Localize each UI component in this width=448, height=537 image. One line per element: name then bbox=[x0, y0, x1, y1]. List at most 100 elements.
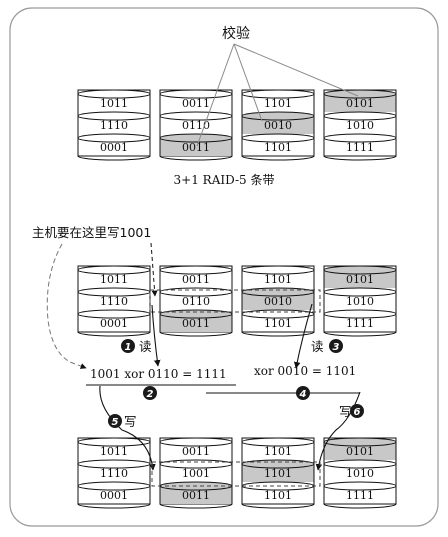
formula-right: xor 0010 = 1101 bbox=[254, 364, 356, 378]
disk-segment-top bbox=[241, 437, 315, 447]
disk-segment-top bbox=[159, 89, 233, 99]
disk-segment-top bbox=[159, 265, 233, 275]
disk-bottom bbox=[323, 155, 397, 161]
disk-segment-top bbox=[159, 437, 233, 447]
middle-disk-1: 1011 1110 0001 bbox=[77, 265, 151, 337]
disk-cell-value: 1101 bbox=[264, 317, 292, 330]
disk-segment-top bbox=[323, 265, 397, 275]
disk-bottom bbox=[77, 155, 151, 161]
disk-cell-value: 1101 bbox=[264, 445, 292, 458]
read-label-left: 读 bbox=[139, 339, 152, 354]
disk-cell-value: 1010 bbox=[346, 467, 374, 480]
step-badge-5 bbox=[108, 414, 122, 428]
shaded-cell bbox=[242, 464, 314, 482]
disk-bottom bbox=[159, 155, 233, 161]
disk-bottom bbox=[241, 331, 315, 337]
read-arrow-right bbox=[293, 303, 313, 369]
shaded-cell bbox=[324, 442, 396, 460]
shaded-cell bbox=[160, 314, 232, 332]
shaded-cell bbox=[160, 486, 232, 504]
shaded-cell bbox=[242, 292, 314, 310]
disk-cell-value: 1111 bbox=[346, 317, 374, 330]
disk-segment-top bbox=[323, 111, 397, 121]
step-number-1: 1 bbox=[125, 342, 132, 353]
disk-bottom bbox=[159, 503, 233, 509]
step-number-4: 4 bbox=[299, 389, 307, 400]
disk-cell-value: 0011 bbox=[182, 445, 210, 458]
disk-bottom bbox=[323, 503, 397, 509]
step-number-5: 5 bbox=[112, 417, 119, 428]
disk-cell-value: 1101 bbox=[264, 489, 292, 502]
disk-cell-value: 0101 bbox=[346, 445, 374, 458]
step-badge-3 bbox=[329, 339, 343, 353]
disk-segment-top bbox=[159, 459, 233, 469]
step-number-3: 3 bbox=[333, 342, 340, 353]
top-disk-3: 1101 0010 1101 bbox=[241, 89, 315, 161]
disk-cell-value: 1011 bbox=[100, 97, 128, 110]
disk-segment-top bbox=[323, 481, 397, 491]
disk-cell-value: 0011 bbox=[182, 141, 210, 154]
disk-cell-value: 0011 bbox=[182, 273, 210, 286]
disk-bottom bbox=[77, 503, 151, 509]
disk-cell-value: 1101 bbox=[264, 97, 292, 110]
disk-segment-top bbox=[241, 265, 315, 275]
disk-segment-top bbox=[77, 89, 151, 99]
verify-label: 校验 bbox=[222, 25, 250, 42]
write-arrow-left bbox=[99, 385, 156, 471]
disk-segment-top bbox=[77, 133, 151, 143]
read-label-right: 读 bbox=[311, 339, 324, 354]
write-label-left: 写 bbox=[124, 414, 137, 429]
disk-segment-top bbox=[77, 481, 151, 491]
disk-cell-value: 1011 bbox=[100, 445, 128, 458]
disk-cell-value: 0010 bbox=[264, 119, 292, 132]
disk-cell-value: 0011 bbox=[182, 97, 210, 110]
disk-cell-value: 0001 bbox=[100, 317, 128, 330]
disk-cell-value: 1111 bbox=[346, 141, 374, 154]
disk-bottom bbox=[159, 331, 233, 337]
disk-cell-value: 0110 bbox=[182, 295, 210, 308]
disk-cell-value: 1011 bbox=[100, 273, 128, 286]
disk-cell-value: 1010 bbox=[346, 119, 374, 132]
disk-segment-top bbox=[77, 309, 151, 319]
disk-cell-value: 1101 bbox=[264, 141, 292, 154]
bottom-disk-group: 1011111000010011100100111101110111010101… bbox=[77, 437, 397, 509]
top-disk-4: 0101 1010 1111 bbox=[323, 89, 397, 161]
step-badge-6 bbox=[350, 404, 364, 418]
disk-cell-value: 0101 bbox=[346, 273, 374, 286]
disk-bottom bbox=[241, 155, 315, 161]
step-badge-1 bbox=[121, 339, 135, 353]
step-number-6: 6 bbox=[354, 407, 361, 418]
bottom-disk-2: 0011 1001 0011 bbox=[159, 437, 233, 509]
disk-segment-top bbox=[323, 287, 397, 297]
disk-segment-top bbox=[159, 111, 233, 121]
disk-segment-top bbox=[323, 133, 397, 143]
disk-segment-top bbox=[241, 89, 315, 99]
disk-segment-top bbox=[323, 459, 397, 469]
disk-segment-top bbox=[323, 437, 397, 447]
step-badge-4 bbox=[296, 386, 310, 400]
disk-cell-value: 0011 bbox=[182, 489, 210, 502]
host-write-label: 主机要在这里写1001 bbox=[32, 225, 151, 240]
disk-cell-value: 0010 bbox=[264, 295, 292, 308]
disk-cell-value: 0101 bbox=[346, 97, 374, 110]
disk-cell-value: 0011 bbox=[182, 317, 210, 330]
disk-segment-top bbox=[77, 437, 151, 447]
disk-cell-value: 1001 bbox=[182, 467, 210, 480]
shaded-cell bbox=[160, 138, 232, 156]
formula-left: 1001 xor 0110 = 1111 bbox=[90, 367, 227, 381]
step-badge-2 bbox=[143, 386, 157, 400]
disk-segment-top bbox=[159, 133, 233, 143]
disk-cell-value: 0001 bbox=[100, 141, 128, 154]
disk-bottom bbox=[241, 503, 315, 509]
disk-cell-value: 1110 bbox=[100, 295, 128, 308]
raid-caption: 3+1 RAID-5 条带 bbox=[174, 173, 275, 187]
disk-bottom bbox=[77, 331, 151, 337]
shaded-cell bbox=[324, 94, 396, 112]
disk-segment-top bbox=[77, 265, 151, 275]
verify-pointer-lines bbox=[196, 43, 359, 147]
shaded-cell bbox=[242, 116, 314, 134]
